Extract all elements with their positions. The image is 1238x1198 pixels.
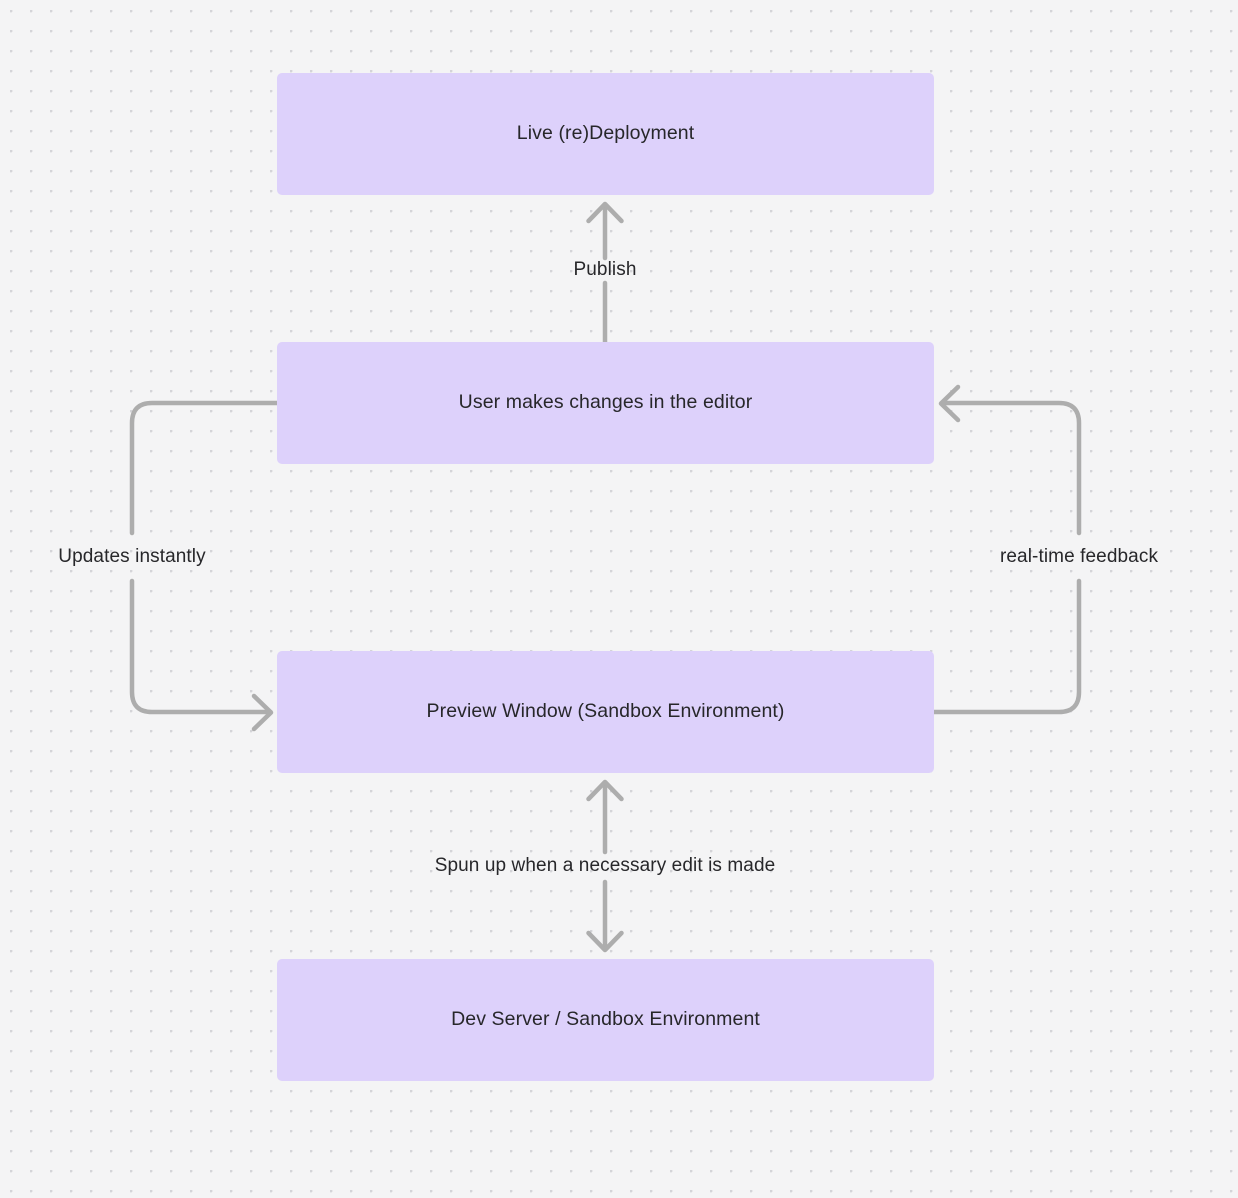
node-label: Dev Server / Sandbox Environment (451, 1008, 760, 1031)
node-label: User makes changes in the editor (458, 391, 753, 414)
edge-label-updates-instantly: Updates instantly (58, 546, 206, 567)
node-live-deployment[interactable]: Live (re)Deployment (277, 73, 934, 195)
node-preview-window[interactable]: Preview Window (Sandbox Environment) (277, 651, 934, 773)
node-label: Preview Window (Sandbox Environment) (426, 700, 785, 723)
edge-label-publish: Publish (573, 259, 637, 280)
node-user-edits[interactable]: User makes changes in the editor (277, 342, 934, 464)
node-dev-server[interactable]: Dev Server / Sandbox Environment (277, 959, 934, 1081)
edge-label-real-time-feedback: real-time feedback (999, 546, 1159, 567)
edge-label-spun-up: Spun up when a necessary edit is made (434, 855, 776, 876)
node-label: Live (re)Deployment (516, 122, 695, 145)
